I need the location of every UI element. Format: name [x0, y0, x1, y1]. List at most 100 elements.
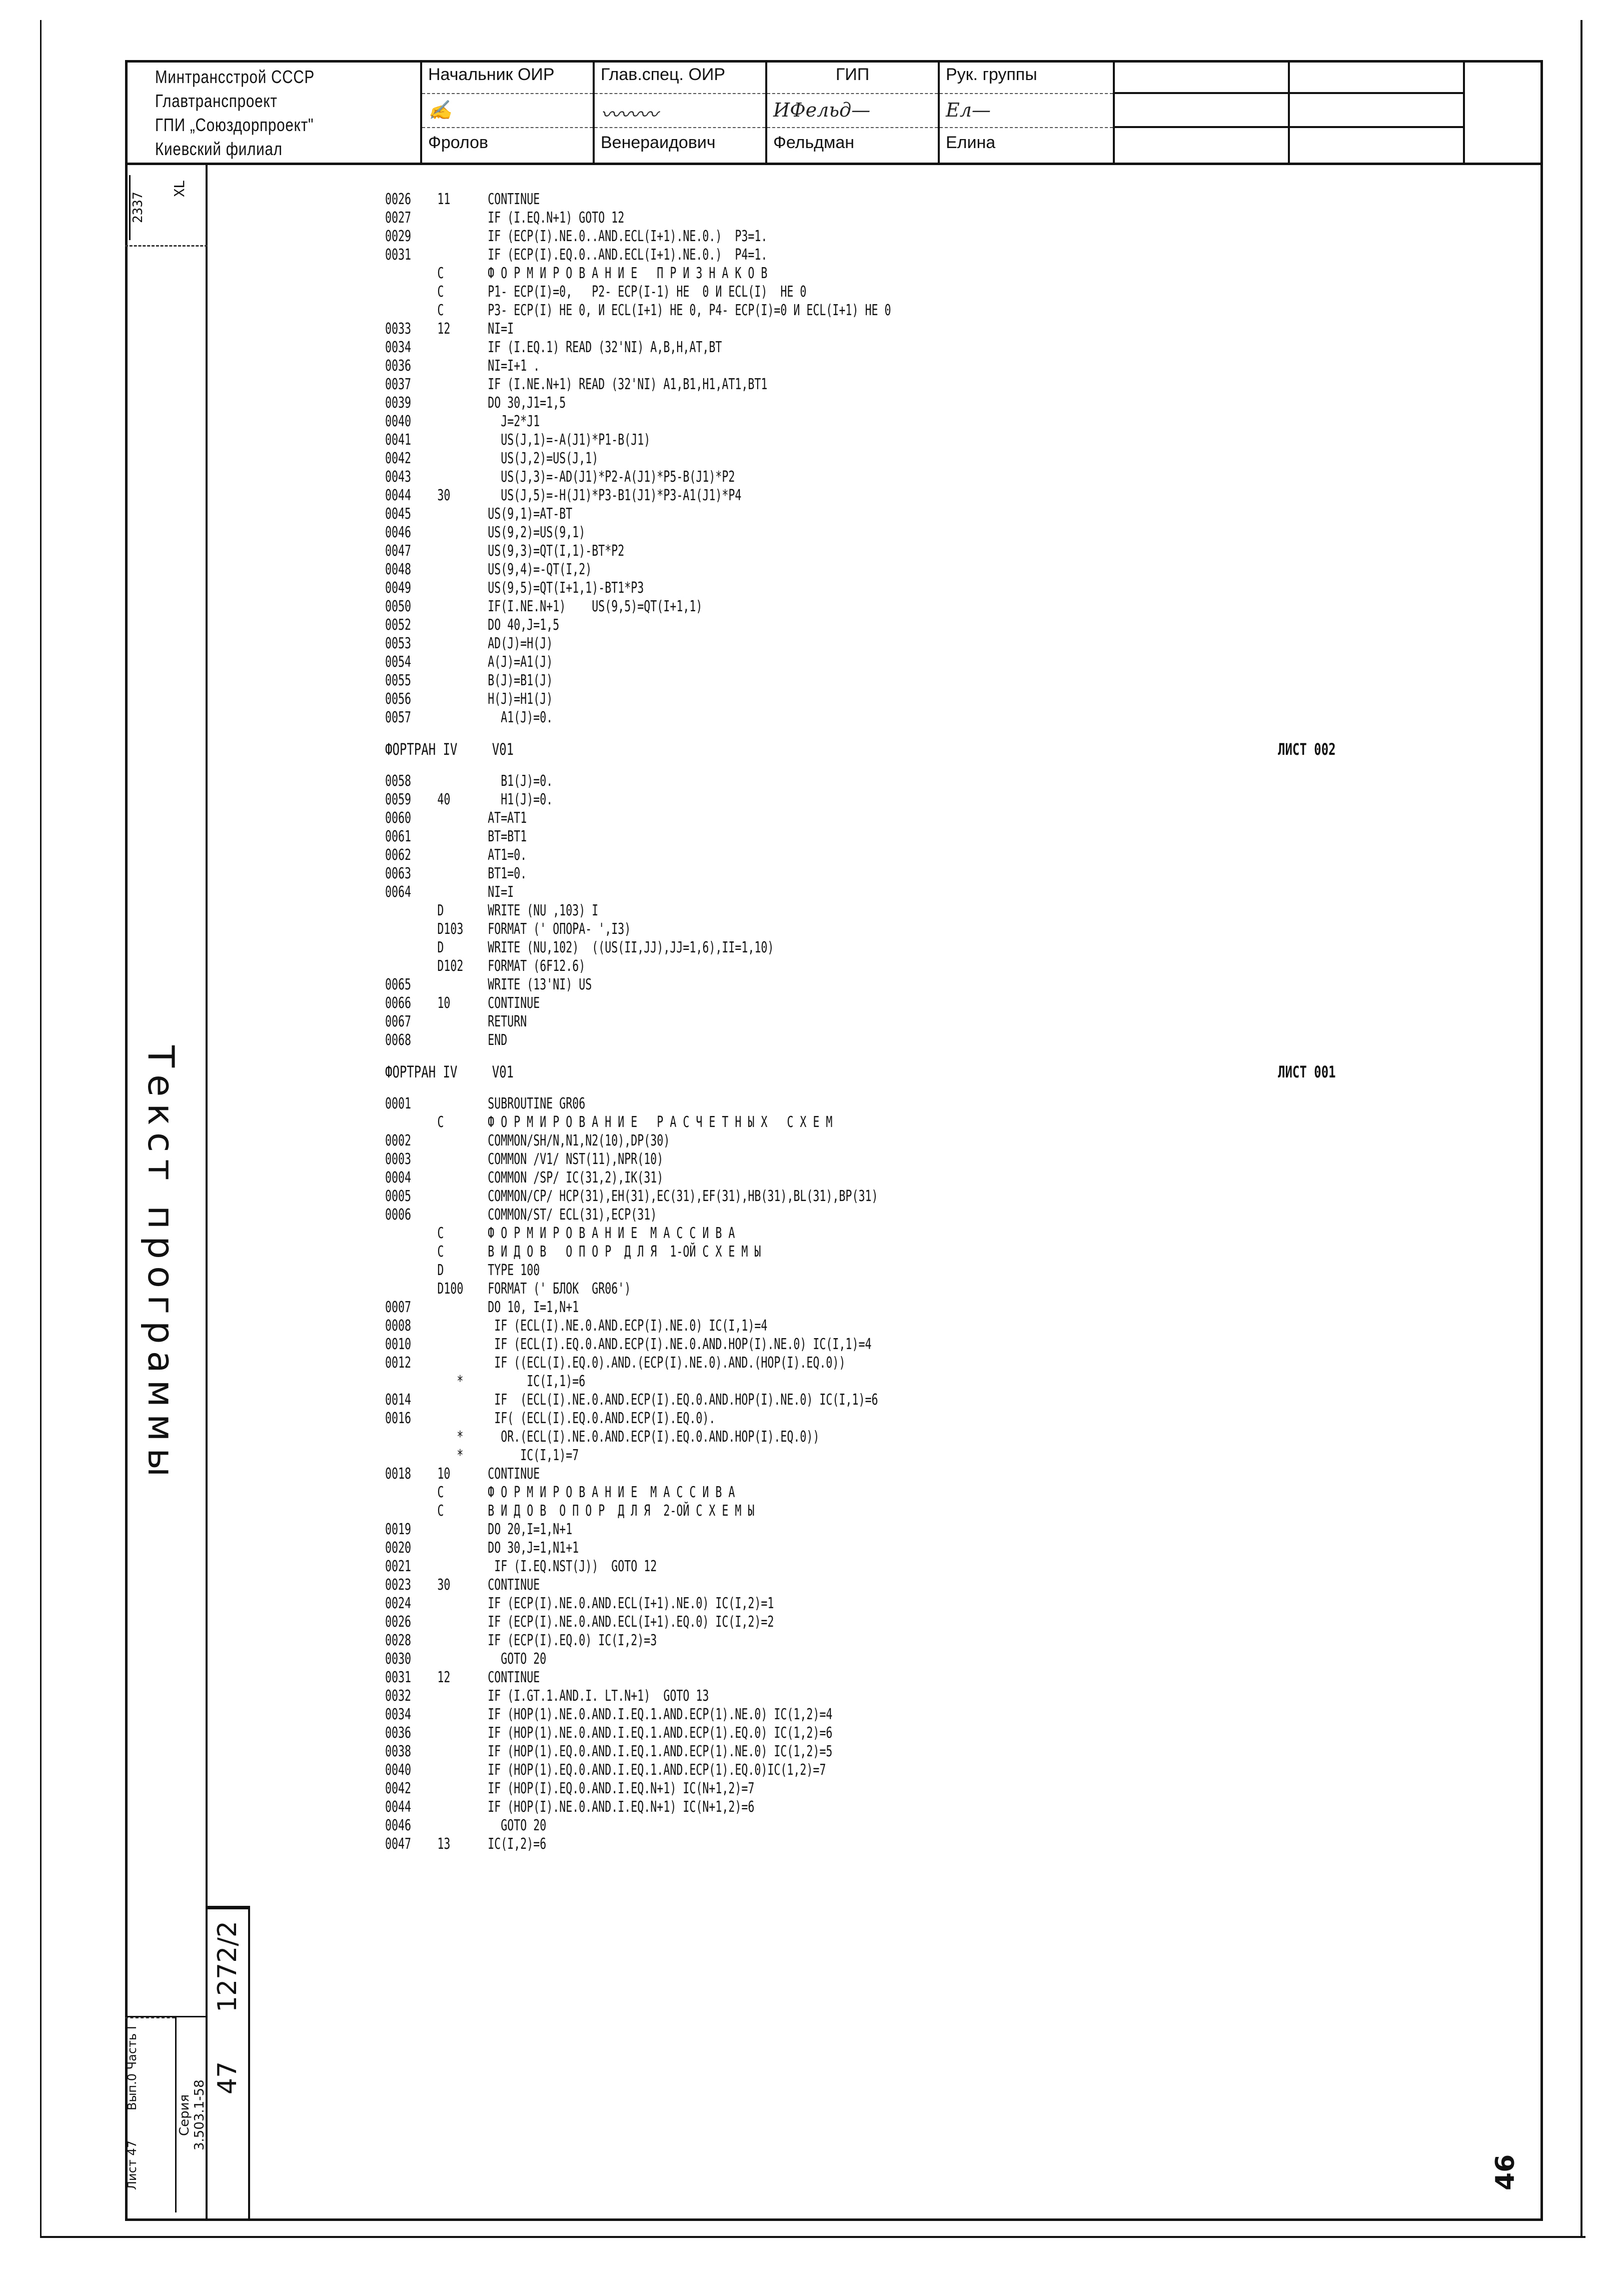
statement-text: IF (ECL(I).EQ.0.AND.ECP(I).NE.0.AND.HOP(…	[488, 1336, 872, 1353]
statement-text: IF (ECP(I).NE.0..AND.ECL(I+1).NE.0.) P3=…	[488, 228, 768, 245]
statement-label: 10	[437, 1465, 451, 1483]
statement-text: H1(J)=0.	[488, 791, 553, 808]
line-number: 0067	[385, 1013, 412, 1030]
statement-label: C	[437, 265, 444, 282]
statement-text: H(J)=H1(J)	[488, 690, 553, 708]
line-number: 0040	[385, 1761, 412, 1779]
empty-column	[1113, 60, 1288, 163]
statement-text: CONTINUE	[488, 191, 540, 208]
person-name: Фельдман	[773, 133, 855, 152]
statement-text: BT1=0.	[488, 865, 527, 882]
signature: Ел—	[940, 94, 1113, 128]
statement-label: D	[437, 939, 444, 956]
series-label: Серия	[177, 2094, 192, 2136]
statement-text: US(9,4)=-QT(I,2)	[488, 561, 592, 578]
line-number: 0002	[385, 1132, 412, 1150]
approval-column: Глав.спец. ОИР 〰〰〰 Венераидович	[593, 60, 765, 163]
statement-label: D103	[437, 920, 464, 938]
statement-text: Ф О Р М И Р О В А Н И Е М А С С И В А	[488, 1484, 735, 1501]
statement-text: A1(J)=0.	[488, 709, 553, 726]
statement-text: US(J,5)=-H(J1)*P3-B1(J1)*P3-A1(J1)*P4	[488, 487, 742, 504]
sheet-label: ЛИСТ 002	[1278, 740, 1336, 759]
line-number: 0036	[385, 1724, 412, 1742]
line-number: 0057	[385, 709, 412, 726]
statement-label: C	[437, 1225, 444, 1242]
role-label: Начальник ОИР	[422, 60, 593, 94]
statement-text: AT1=0.	[488, 846, 527, 864]
statement-text: DO 30,J1=1,5	[488, 394, 566, 412]
statement-text: IF (HOP(1).EQ.0.AND.I.EQ.1.AND.ECP(1).EQ…	[488, 1761, 826, 1779]
statement-text: IF (I.EQ.1) READ (32'NI) A,B,H,AT,BT	[488, 339, 722, 356]
statement-label: 10	[437, 994, 451, 1012]
person-name: Фролов	[428, 133, 489, 152]
statement-text: CONTINUE	[488, 1465, 540, 1483]
empty-cell	[1290, 94, 1463, 128]
statement-text: DO 40,J=1,5	[488, 616, 560, 634]
line-number: 0038	[385, 1743, 412, 1760]
code-line: * IC(I,1)=7	[385, 1446, 1465, 1465]
statement-text: CONTINUE	[488, 1669, 540, 1686]
statement-label: 30	[437, 487, 451, 504]
line-number: 0036	[385, 357, 412, 375]
line-number: 0047	[385, 1835, 412, 1853]
statement-text: IF(I.NE.N+1) US(9,5)=QT(I+1,1)	[488, 598, 703, 615]
statement-label: C	[437, 1502, 444, 1520]
org-line: ГПИ „Союздорпроект"	[155, 115, 314, 135]
statement-text: FORMAT (' БЛОК GR06')	[488, 1280, 631, 1298]
statement-text: GOTO 20	[488, 1650, 547, 1668]
line-number: 0042	[385, 450, 412, 467]
statement-text: US(J,2)=US(J,1)	[488, 450, 599, 467]
statement-text: J=2*J1	[488, 413, 540, 430]
sheet-edge-bottom	[40, 2236, 1585, 2238]
statement-text: US(9,2)=US(9,1)	[488, 524, 586, 541]
version-label: V01	[492, 1062, 514, 1081]
statement-text: COMMON /V1/ NST(11),NPR(10)	[488, 1151, 664, 1168]
statement-text: COMMON/ST/ ECL(31),ECP(31)	[488, 1206, 657, 1224]
sheet-edge-right	[1580, 20, 1582, 2236]
statement-text: WRITE (NU ,103) I	[488, 902, 599, 919]
statement-label: 13	[437, 1835, 451, 1853]
statement-text: COMMON/CP/ HCP(31),EH(31),EC(31),EF(31),…	[488, 1188, 878, 1205]
line-number: 0026	[385, 1613, 412, 1631]
approval-column: Начальник ОИР ✍ Фролов	[420, 60, 593, 163]
line-number: 0060	[385, 809, 412, 827]
archive-stamp: 2337 XL	[125, 165, 208, 247]
signature: 〰〰〰	[595, 94, 765, 128]
line-number: 0012	[385, 1354, 412, 1372]
statement-text: US(9,5)=QT(I+1,1)-BT1*P3	[488, 579, 644, 597]
approval-column: ГИП ИФельд— Фельдман	[765, 60, 938, 163]
line-number: 0033	[385, 320, 412, 338]
line-number: 0066	[385, 994, 412, 1012]
drawing-frame	[125, 60, 1543, 2221]
code-line: 0046 GOTO 20	[385, 1816, 1465, 1835]
line-number: 0064	[385, 883, 412, 901]
statement-text: US(J,1)=-A(J1)*P1-B(J1)	[488, 431, 651, 449]
sheet-label: ЛИСТ 001	[1278, 1062, 1336, 1081]
statement-label: D100	[437, 1280, 464, 1298]
